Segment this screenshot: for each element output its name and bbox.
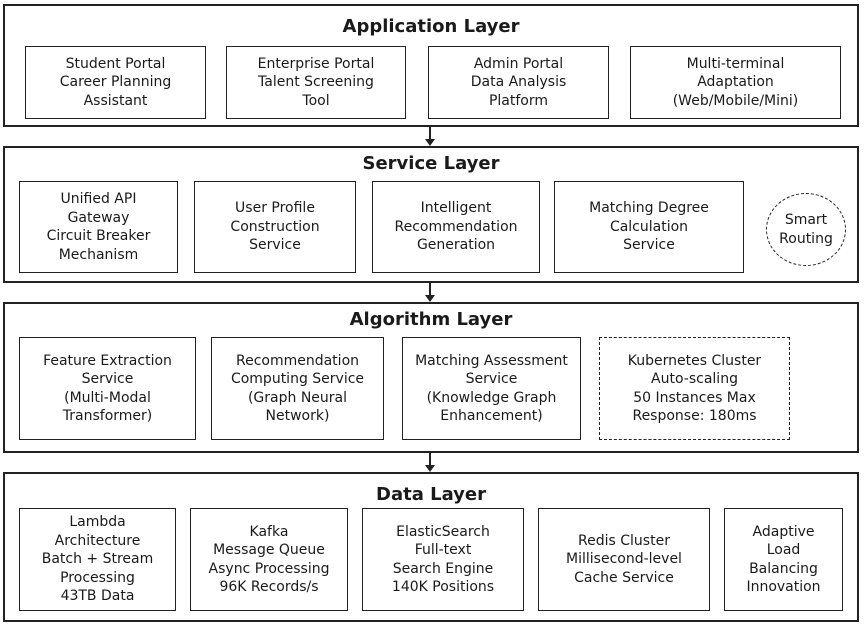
application-layer: Application Layer Student Portal Career … xyxy=(3,4,859,127)
service-layer: Service Layer Unified API Gateway Circui… xyxy=(3,146,859,283)
recommendation-computing-box: Recommendation Computing Service (Graph … xyxy=(211,337,384,440)
user-profile-box: User Profile Construction Service xyxy=(194,181,356,273)
application-layer-title: Application Layer xyxy=(342,16,520,37)
redis-cluster-box: Redis Cluster Millisecond-level Cache Se… xyxy=(538,508,710,611)
kafka-box: Kafka Message Queue Async Processing 96K… xyxy=(190,508,348,611)
data-layer: Data Layer Lambda Architecture Batch + S… xyxy=(3,472,859,622)
arrow-service-to-algorithm xyxy=(425,283,435,302)
api-gateway-box: Unified API Gateway Circuit Breaker Mech… xyxy=(19,181,178,273)
smart-routing-circle: Smart Routing xyxy=(766,193,846,266)
service-layer-title: Service Layer xyxy=(362,153,500,174)
algorithm-layer: Algorithm Layer Feature Extraction Servi… xyxy=(3,302,859,453)
elasticsearch-box: ElasticSearch Full-text Search Engine 14… xyxy=(362,508,524,611)
multi-terminal-box: Multi-terminal Adaptation (Web/Mobile/Mi… xyxy=(630,46,841,119)
algorithm-layer-title: Algorithm Layer xyxy=(349,309,513,330)
admin-portal-box: Admin Portal Data Analysis Platform xyxy=(428,46,609,119)
recommendation-generation-box: Intelligent Recommendation Generation xyxy=(372,181,540,273)
enterprise-portal-box: Enterprise Portal Talent Screening Tool xyxy=(226,46,406,119)
data-layer-title: Data Layer xyxy=(376,484,486,505)
adaptive-load-balancing-box: Adaptive Load Balancing Innovation xyxy=(724,508,843,611)
arrow-application-to-service xyxy=(425,127,435,146)
kubernetes-cluster-box: Kubernetes Cluster Auto-scaling 50 Insta… xyxy=(599,337,790,440)
matching-assessment-box: Matching Assessment Service (Knowledge G… xyxy=(402,337,581,440)
feature-extraction-box: Feature Extraction Service (Multi-Modal … xyxy=(19,337,196,440)
arrow-algorithm-to-data xyxy=(425,453,435,472)
student-portal-box: Student Portal Career Planning Assistant xyxy=(25,46,206,119)
matching-degree-box: Matching Degree Calculation Service xyxy=(554,181,744,273)
lambda-architecture-box: Lambda Architecture Batch + Stream Proce… xyxy=(19,508,176,611)
